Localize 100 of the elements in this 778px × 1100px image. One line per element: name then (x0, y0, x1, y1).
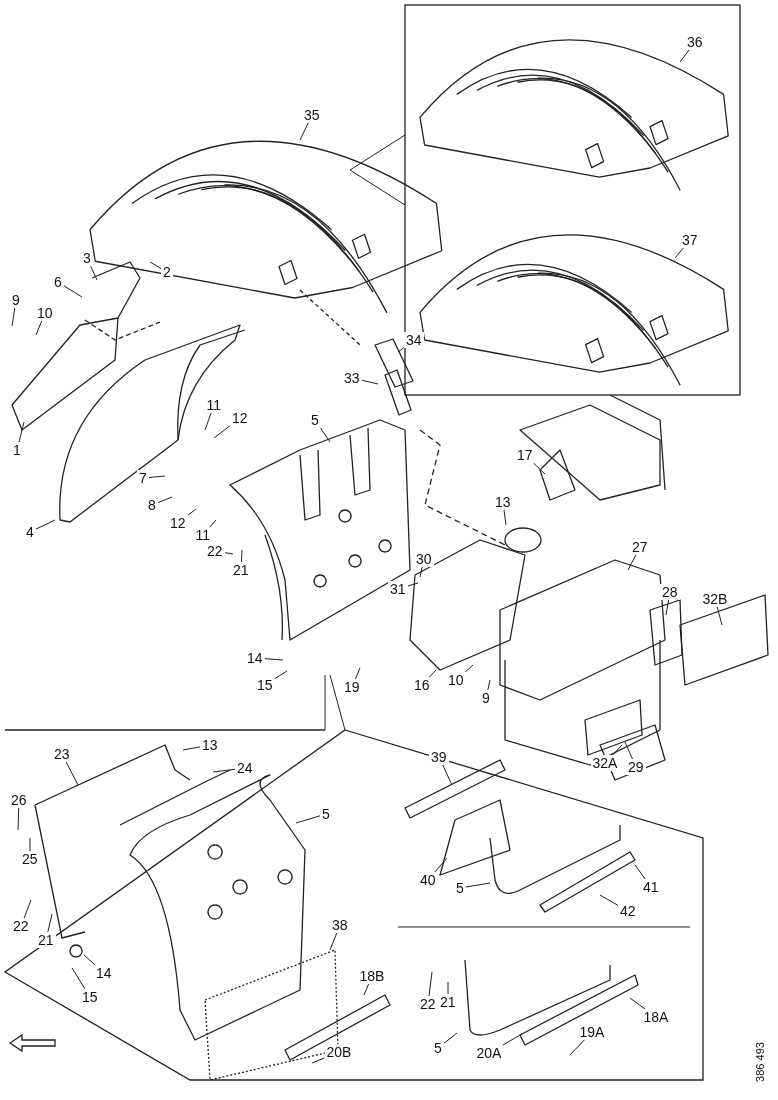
callout-number: 33 (342, 370, 362, 386)
callout-number: 21 (231, 562, 251, 578)
leader-line (47, 913, 53, 933)
leader-line (665, 599, 670, 616)
callout-number: 29 (626, 759, 646, 775)
leader-line (487, 679, 491, 691)
leader-line (187, 508, 197, 516)
callout-number: 25 (20, 851, 40, 867)
leader-line (627, 554, 637, 571)
leader-line (629, 997, 646, 1010)
leader-line (429, 669, 437, 678)
leader-line (407, 582, 419, 587)
leader-line (35, 519, 56, 530)
callout-number: 39 (429, 749, 449, 765)
callout-number: 9 (10, 292, 22, 308)
callout-number: 21 (36, 932, 56, 948)
leader-line (224, 552, 234, 555)
leader-line (18, 421, 25, 443)
leader-line (311, 1057, 325, 1064)
callout-number: 10 (35, 305, 55, 321)
leader-line (65, 761, 79, 786)
leader-line (442, 764, 453, 786)
leader-line (320, 427, 331, 443)
callout-number: 12 (230, 410, 250, 426)
leader-line (90, 265, 98, 281)
leader-line (157, 496, 173, 504)
leader-line (716, 606, 723, 626)
leader-line (71, 967, 86, 990)
callout-number: 16 (412, 677, 432, 693)
callout-number: 12 (168, 515, 188, 531)
callout-number: 41 (641, 879, 661, 895)
callout-number: 32A (590, 755, 620, 771)
callout-number: 6 (52, 274, 64, 290)
callout-number: 31 (388, 581, 408, 597)
callout-number: 22 (205, 543, 225, 559)
callout-number: 42 (618, 903, 638, 919)
leader-line (361, 379, 379, 385)
leader-line (299, 122, 309, 141)
callout-number: 5 (432, 1040, 444, 1056)
callout-number: 30 (414, 551, 434, 567)
callout-number: 2 (161, 264, 173, 280)
callout-number: 8 (146, 497, 158, 513)
callout-number: 23 (52, 746, 72, 762)
drawing-number: 386 493 (753, 1042, 766, 1082)
leader-line (17, 807, 20, 831)
leader-line (83, 954, 96, 966)
callout-number: 5 (309, 412, 321, 428)
leader-line (149, 261, 162, 269)
leader-line (434, 857, 448, 873)
leader-line (599, 894, 619, 906)
leader-line (212, 768, 236, 773)
leader-line (503, 509, 507, 526)
callout-number: 4 (24, 524, 36, 540)
callout-number: 34 (404, 332, 424, 348)
callout-number: 19 (342, 679, 362, 695)
callout-number: 26 (9, 792, 29, 808)
callout-number: 5 (454, 880, 466, 896)
callout-number: 38 (330, 917, 350, 933)
leader-line (634, 864, 646, 880)
leader-line (679, 49, 690, 63)
callout-number: 22 (418, 996, 438, 1012)
leader-line (465, 882, 491, 888)
callout-number: 13 (493, 494, 513, 510)
callout-number: 3 (81, 250, 93, 266)
callout-number: 11 (193, 527, 213, 543)
callout-number: 35 (302, 107, 322, 123)
callout-number: 17 (515, 447, 535, 463)
leader-line (240, 549, 243, 563)
leader-line (397, 347, 405, 353)
callout-number: 18B (357, 968, 387, 984)
leader-line (23, 899, 32, 919)
leader-line (363, 983, 370, 996)
leader-line (11, 307, 16, 327)
leader-line (419, 566, 423, 578)
callout-number: 40 (418, 872, 438, 888)
callout-number: 14 (245, 650, 265, 666)
leader-line (532, 462, 546, 475)
callout-number: 15 (255, 677, 275, 693)
leader-line (35, 320, 43, 336)
leader-line (502, 1033, 523, 1046)
callout-number: 5 (320, 806, 332, 822)
callout-number: 13 (200, 737, 220, 753)
leader-line (274, 670, 288, 680)
callout-number: 18A (641, 1009, 671, 1025)
callout-number: 14 (94, 965, 114, 981)
leader-line (443, 1032, 458, 1044)
leader-line (674, 247, 684, 259)
leader-line (264, 658, 284, 661)
callout-number: 10 (446, 672, 466, 688)
leader-line (464, 664, 474, 673)
leader-line (182, 746, 201, 751)
callout-number: 28 (660, 584, 680, 600)
callout-number: 20A (474, 1045, 504, 1061)
callout-number: 7 (137, 470, 149, 486)
leader-line (428, 971, 433, 997)
callout-number: 15 (80, 989, 100, 1005)
callout-number: 19A (577, 1024, 607, 1040)
callout-number: 1 (11, 442, 23, 458)
callout-number: 32B (700, 591, 730, 607)
callout-number: 20B (324, 1044, 354, 1060)
